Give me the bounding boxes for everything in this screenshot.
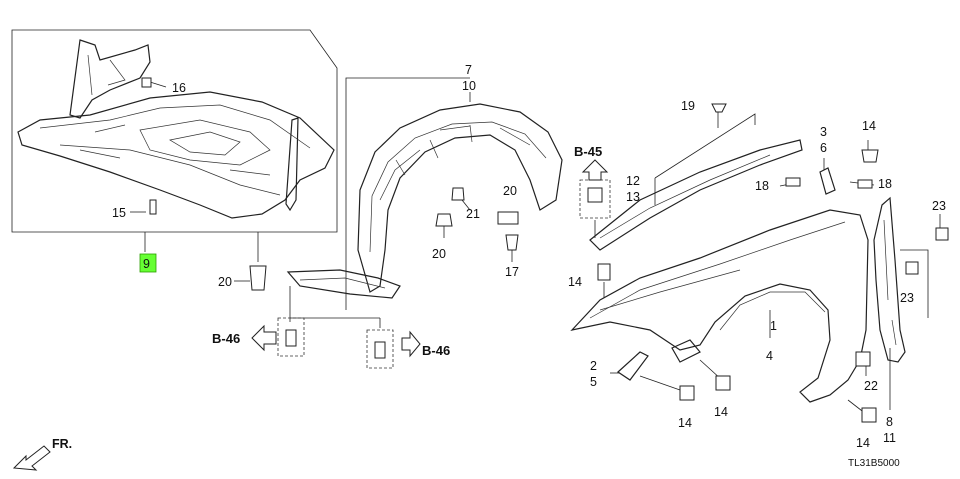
b46-right-arrow: [401, 330, 421, 358]
ref-b46-left: B-46: [212, 331, 240, 346]
callout-18-a: 18: [755, 179, 769, 193]
callout-6: 6: [820, 141, 827, 155]
callout-22: 22: [864, 379, 878, 393]
callout-19: 19: [681, 99, 695, 113]
bolt-fastener: [597, 263, 611, 281]
callout-14-b: 14: [568, 275, 582, 289]
callout-7: 7: [465, 63, 472, 77]
b46-left-arrow: [251, 324, 277, 352]
screw-fastener: [451, 187, 465, 201]
callout-12: 12: [626, 174, 640, 188]
callout-15: 15: [112, 206, 126, 220]
b45-up-arrow: [581, 159, 609, 181]
callout-10: 10: [462, 79, 476, 93]
callout-14-d: 14: [714, 405, 728, 419]
callout-23-b: 23: [900, 291, 914, 305]
ref-b46-right: B-46: [422, 343, 450, 358]
inner-fender-part: [357, 103, 563, 293]
callout-21: 21: [466, 207, 480, 221]
under-cover-group: [11, 29, 338, 291]
clip-fastener: [857, 179, 873, 189]
callout-8: 8: [886, 415, 893, 429]
bolt-fastener: [679, 385, 695, 401]
callout-labels: 1 2 3 4 5 6 7 8 9 10 11 12 13 14 14 14 1…: [112, 63, 946, 450]
callout-4: 4: [766, 349, 773, 363]
screw-fastener: [149, 199, 157, 215]
callout-20-c: 20: [218, 275, 232, 289]
callout-23-a: 23: [932, 199, 946, 213]
clip-fastener: [711, 103, 727, 113]
ref-b45: B-45: [574, 144, 602, 159]
callout-14-a: 14: [862, 119, 876, 133]
clip-fastener: [785, 177, 801, 187]
side-bracket-part: [285, 117, 299, 212]
nut-fastener: [505, 234, 519, 251]
front-fender-part: [570, 209, 869, 403]
bolt-fastener: [587, 187, 603, 203]
upper-bracket-part: [819, 167, 836, 195]
clip-detail-box-right: [366, 329, 394, 369]
clip-detail-box-left: [277, 317, 305, 357]
mount-bracket-part-2: [671, 339, 701, 363]
mount-bracket-part: [617, 351, 649, 381]
diagram-code: TL31B5000: [848, 458, 900, 469]
callout-20-a: 20: [503, 184, 517, 198]
callout-14-e: 14: [856, 436, 870, 450]
inner-fender-group: [277, 77, 563, 369]
callout-11: 11: [883, 431, 896, 445]
fender-side-bracket-part: [873, 196, 906, 363]
nut-fastener: [905, 261, 919, 275]
bolt-fastener: [715, 375, 731, 391]
mud-flap-part: [286, 269, 401, 299]
nut-fastener: [855, 351, 871, 367]
clip-fastener: [141, 77, 152, 88]
callout-1: 1: [770, 319, 777, 333]
front-direction-indicator: FR.: [12, 437, 72, 471]
nut-fastener: [935, 227, 949, 241]
bolt-fastener: [861, 149, 879, 163]
callout-18-b: 18: [878, 177, 892, 191]
callout-9: 9: [143, 257, 150, 271]
clip-fastener: [435, 213, 453, 227]
under-cover-part: [17, 91, 335, 219]
front-direction-label: FR.: [52, 437, 72, 451]
callout-5: 5: [590, 375, 597, 389]
fender-assembly-group: [570, 103, 949, 423]
callout-13: 13: [626, 190, 640, 204]
under-cover-frame: [11, 29, 338, 233]
callout-3: 3: [820, 125, 827, 139]
fender-rail-part: [589, 139, 803, 251]
callout-16: 16: [172, 81, 186, 95]
callout-20-b: 20: [432, 247, 446, 261]
highlight-part-9: [139, 253, 157, 273]
callout-17: 17: [505, 265, 519, 279]
bolt-fastener: [861, 407, 877, 423]
splash-shield-part: [69, 39, 151, 119]
callout-2: 2: [590, 359, 597, 373]
bolt-fastener: [249, 265, 267, 291]
clip-fastener: [497, 211, 519, 225]
callout-14-c: 14: [678, 416, 692, 430]
